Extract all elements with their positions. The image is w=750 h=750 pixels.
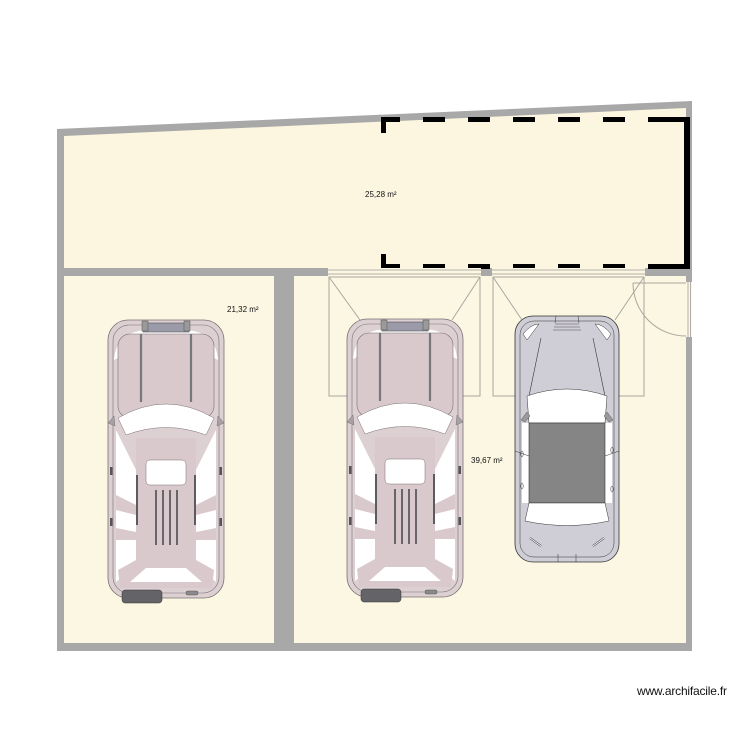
swing-door bbox=[632, 282, 692, 337]
hatchback-car bbox=[514, 315, 620, 563]
watermark-link[interactable]: www.archifacile.fr bbox=[637, 684, 727, 698]
dashed-boundary bbox=[381, 117, 690, 269]
pickup-truck-middle bbox=[345, 317, 465, 604]
room-area-left-garage: 21,32 m² bbox=[227, 305, 259, 314]
pickup-truck-left bbox=[106, 318, 226, 605]
garage-door-2 bbox=[492, 268, 645, 397]
room-upper-floor bbox=[64, 108, 686, 268]
room-area-right-garage: 39,67 m² bbox=[471, 456, 503, 465]
room-area-upper: 25,28 m² bbox=[365, 190, 397, 199]
